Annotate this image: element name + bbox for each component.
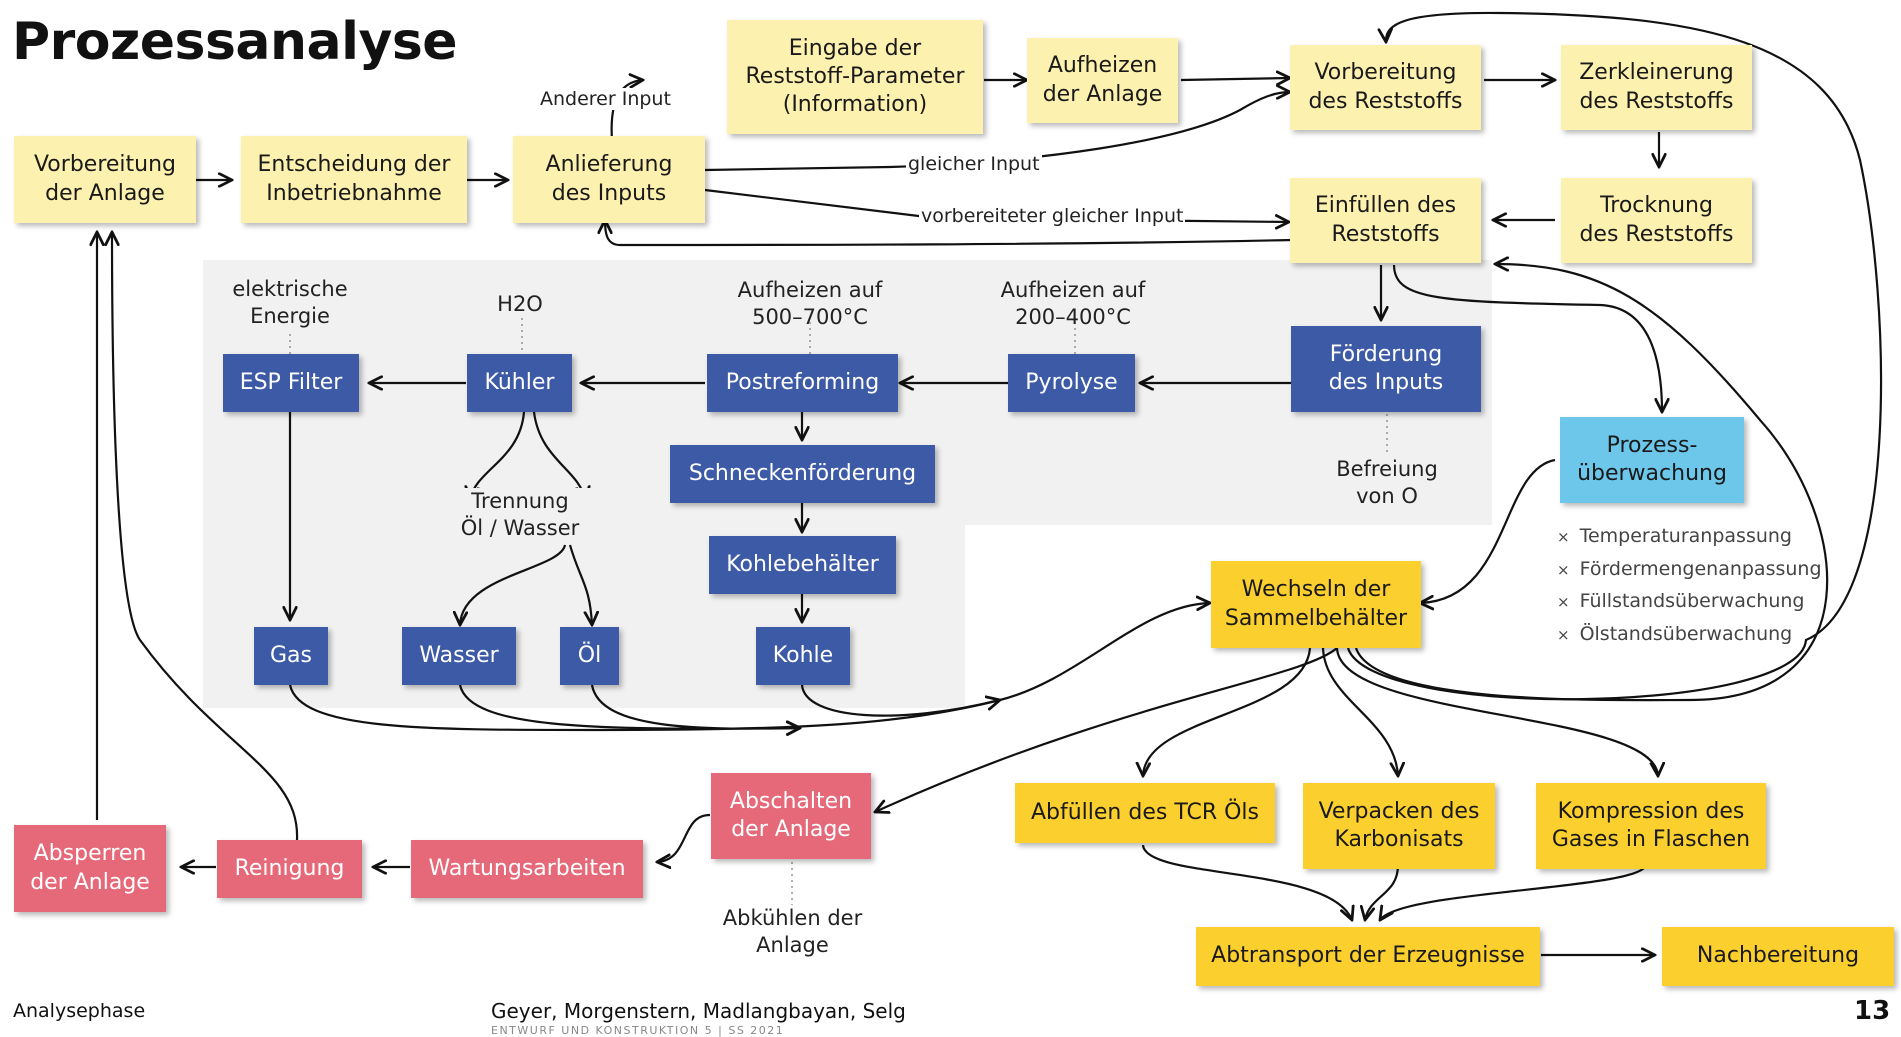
page-title: Prozessanalyse [12, 12, 458, 72]
annotation-h2o: H2O [497, 292, 543, 316]
annotation-elektrische-energie: elektrische Energie [232, 277, 348, 329]
node-kohle: Kohle [756, 627, 850, 685]
edge-label-anderer-input: Anderer Input [538, 88, 673, 110]
monitoring-task: ×Fördermengenanpassung [1557, 558, 1822, 580]
annotation-aufheizen-200: Aufheizen auf 200–400°C [1000, 278, 1146, 330]
node-trocknung: Trocknung des Reststoffs [1561, 178, 1752, 263]
node-kuehler: Kühler [467, 354, 572, 412]
node-abfuellen: Abfüllen des TCR Öls [1015, 783, 1275, 843]
node-esp-filter: ESP Filter [223, 354, 359, 412]
node-schneckenfoerderung: Schneckenförderung [670, 445, 935, 503]
node-kohlebehaelter: Kohlebehälter [709, 536, 896, 594]
node-entscheidung: Entscheidung der Inbetriebnahme [241, 136, 467, 223]
annotation-aufheizen-500: Aufheizen auf 500–700°C [737, 278, 883, 330]
node-foerderung: Förderung des Inputs [1291, 326, 1481, 412]
node-aufheizen-anlage: Aufheizen der Anlage [1027, 38, 1178, 123]
edge-label-gleicher-input: gleicher Input [906, 153, 1042, 175]
annotation-trennung: Trennung Öl / Wasser [440, 488, 600, 543]
node-wartungsarbeiten: Wartungsarbeiten [411, 840, 643, 898]
node-zerkleinerung: Zerkleinerung des Reststoffs [1561, 45, 1752, 130]
node-postreforming: Postreforming [707, 354, 898, 412]
node-vorbereitung-reststoff: Vorbereitung des Reststoffs [1290, 45, 1481, 130]
node-vorbereitung-anlage: Vorbereitung der Anlage [14, 136, 196, 223]
node-gas: Gas [254, 627, 328, 685]
node-nachbereitung: Nachbereitung [1662, 927, 1894, 986]
annotation-befreiung: Befreiung von O [1336, 457, 1438, 509]
footer-authors: Geyer, Morgenstern, Madlangbayan, Selg [491, 999, 906, 1023]
node-wechseln: Wechseln der Sammelbehälter [1211, 561, 1421, 648]
node-reinigung: Reinigung [217, 840, 362, 898]
node-abtransport: Abtransport der Erzeugnisse [1196, 927, 1540, 986]
node-einfuellen: Einfüllen des Reststoffs [1290, 178, 1481, 263]
monitoring-task: ×Füllstandsüberwachung [1557, 590, 1805, 612]
edge-label-vorbereiteter-input: vorbereiteter gleicher Input [919, 205, 1186, 227]
node-verpacken: Verpacken des Karbonisats [1303, 783, 1495, 869]
node-wasser: Wasser [402, 627, 516, 685]
node-abschalten: Abschalten der Anlage [711, 773, 871, 859]
node-kompression: Kompression des Gases in Flaschen [1536, 783, 1766, 869]
node-absperren: Absperren der Anlage [14, 825, 166, 912]
footer-phase: Analysephase [13, 1000, 146, 1022]
node-prozessueberwachung: Prozess- überwachung [1560, 417, 1744, 503]
monitoring-task: ×Temperaturanpassung [1557, 525, 1792, 547]
node-eingabe: Eingabe der Reststoff-Parameter (Informa… [727, 20, 983, 134]
page-number: 13 [1854, 996, 1891, 1026]
node-oel: Öl [560, 627, 619, 685]
monitoring-task: ×Ölstandsüberwachung [1557, 623, 1793, 645]
node-anlieferung: Anlieferung des Inputs [513, 136, 705, 223]
annotation-abkuehlen: Abkühlen der Anlage [722, 906, 863, 958]
node-pyrolyse: Pyrolyse [1008, 354, 1135, 412]
footer-course: ENTWURF UND KONSTRUKTION 5 | SS 2021 [491, 1024, 785, 1037]
